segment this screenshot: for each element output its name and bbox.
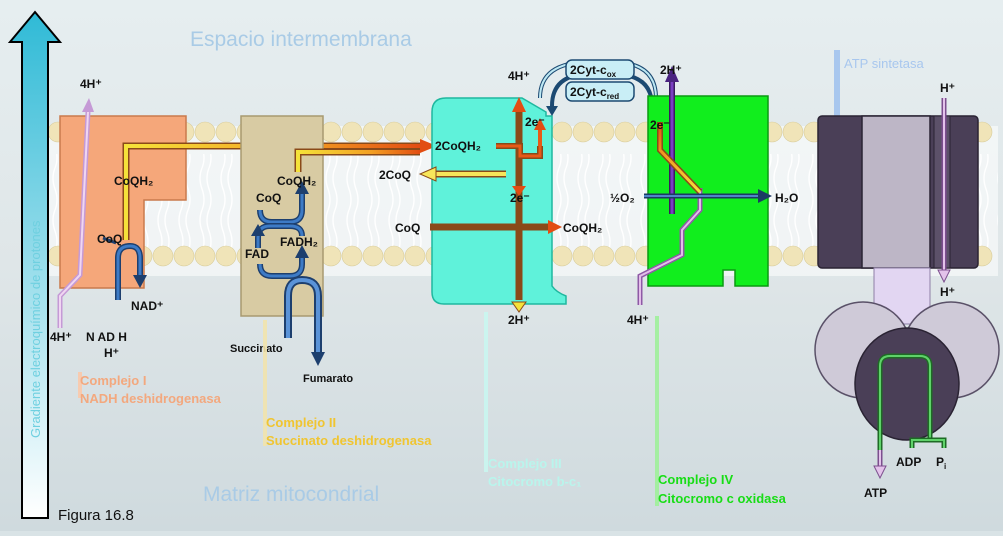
c3-e1: 2e⁻	[525, 115, 545, 129]
intermembrane-space-label: Espacio intermembrana	[190, 28, 412, 51]
lipid-head	[551, 245, 573, 267]
c2-caption-name: Complejo II	[266, 415, 336, 430]
lipid-head	[614, 245, 636, 267]
complex-3: 4H⁺ 2CoQH₂ 2CoQ 2e⁻ 2e⁻ CoQ CoQH₂ 2H⁺ 2C…	[379, 59, 662, 489]
lipid-head	[404, 121, 426, 143]
gradient-arrow: Gradiente electroquímico de protones	[7, 10, 63, 519]
c2-coq: CoQ	[256, 191, 281, 205]
lipid-head	[152, 245, 174, 267]
c2-fumarate: Fumarato	[303, 373, 353, 385]
c1-nad: NAD⁺	[131, 299, 163, 313]
c3-e2: 2e⁻	[510, 191, 530, 205]
c4-caption-subtitle: Citocromo c oxidasa	[658, 491, 787, 506]
c1-caption-name: Complejo I	[80, 373, 146, 388]
c4-electrons: 2e⁻	[650, 118, 670, 132]
c2-coqh2: CoQH₂	[277, 174, 316, 188]
lipid-head	[572, 245, 594, 267]
mitochondrial-matrix-label: Matriz mitocondrial	[203, 483, 379, 506]
lipid-head	[383, 245, 405, 267]
lipid-head	[362, 121, 384, 143]
c1-nadh: N AD H	[86, 330, 127, 344]
lipid-head	[215, 121, 237, 143]
lipid-head	[383, 121, 405, 143]
c4-caption-name: Complejo IV	[658, 472, 733, 487]
adp-label: ADP	[896, 455, 921, 469]
complex-1: 4H⁺ CoQH₂ CoQ NAD⁺ 4H⁺ N AD H H⁺ Complej…	[50, 77, 437, 406]
atp-synthase: ATP sintetasa H⁺ H⁺ ADP Pi ATP	[814, 50, 1000, 500]
c1-coq: CoQ	[97, 232, 122, 246]
complex-2: CoQ CoQH₂ FAD FADH₂ Succinato Fumarato C…	[230, 115, 432, 448]
pi-label: Pi	[936, 455, 946, 471]
c4-oxygen: ½O₂	[610, 191, 635, 205]
c3-cyt-red: 2Cyt-cred	[570, 85, 619, 101]
atp-label: ATP	[864, 486, 887, 500]
c1-bottom-protons: 4H⁺	[50, 330, 72, 344]
lipid-head	[215, 245, 237, 267]
c3-bottom-protons: 2H⁺	[508, 313, 530, 327]
c1-top-protons: 4H⁺	[80, 77, 102, 91]
lipid-head	[614, 121, 636, 143]
c2-caption-subtitle: Succinato deshidrogenasa	[266, 433, 432, 448]
lipid-head	[593, 245, 615, 267]
c3-coq-in: CoQ	[395, 221, 420, 235]
complex-4: 2H⁺ 2e⁻ ½O₂ H₂O 4H⁺ Complejo IV Citocrom…	[610, 63, 798, 506]
lipid-head	[362, 245, 384, 267]
lipid-head	[404, 245, 426, 267]
c1-nadh-h: H⁺	[104, 346, 119, 360]
c3-coqh2-out: CoQH₂	[563, 221, 602, 235]
c3-caption-name: Complejo III	[488, 456, 562, 471]
c2-fad: FAD	[245, 247, 269, 261]
lipid-head	[572, 121, 594, 143]
c4-bottom-protons: 4H⁺	[627, 313, 649, 327]
c3-coqh2-in: 2CoQH₂	[435, 139, 481, 153]
c2-fadh2: FADH₂	[280, 235, 318, 249]
c3-top-protons: 4H⁺	[508, 69, 530, 83]
c1-coqh2: CoQH₂	[114, 174, 153, 188]
lipid-head	[551, 121, 573, 143]
lipid-head	[782, 121, 804, 143]
lipid-head	[173, 245, 195, 267]
c4-water: H₂O	[775, 191, 798, 205]
synthase-top-protons: H⁺	[940, 81, 955, 95]
c4-top-protons: 2H⁺	[660, 63, 682, 77]
c3-cyt-ox: 2Cyt-cox	[570, 63, 617, 79]
lipid-head	[782, 245, 804, 267]
lipid-head	[341, 121, 363, 143]
lipid-head	[194, 245, 216, 267]
lipid-head	[194, 121, 216, 143]
figure-label: Figura 16.8	[58, 507, 134, 524]
lipid-head	[320, 121, 342, 143]
lipid-head	[320, 245, 342, 267]
c2-succinate: Succinato	[230, 343, 283, 355]
c3-coq-out: 2CoQ	[379, 168, 411, 182]
lipid-head	[593, 121, 615, 143]
lipid-head	[341, 245, 363, 267]
synthase-bottom-protons: H⁺	[940, 285, 955, 299]
c1-caption-subtitle: NADH deshidrogenasa	[80, 391, 222, 406]
gradient-label: Gradiente electroquímico de protones	[28, 220, 43, 438]
c3-caption-subtitle: Citocromo b-c₁	[488, 474, 582, 489]
atp-synthase-caption: ATP sintetasa	[844, 56, 924, 71]
